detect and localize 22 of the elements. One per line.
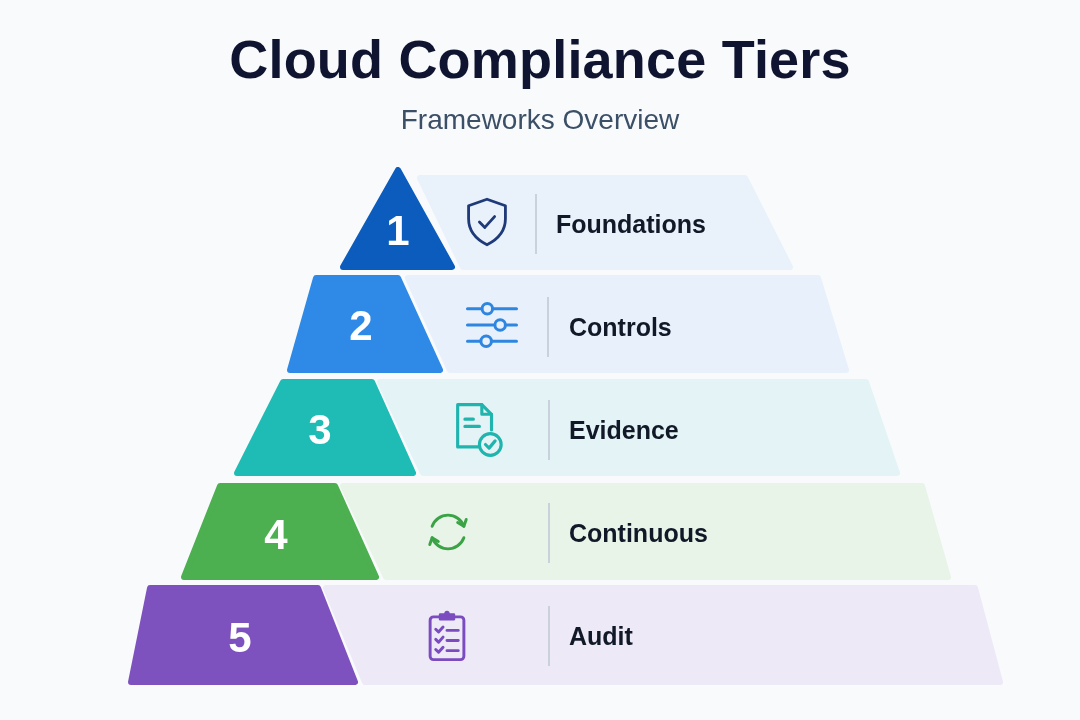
tier-number: 1 <box>386 210 410 252</box>
title: Cloud Compliance Tiers <box>229 29 851 89</box>
tier-label: Controls <box>569 314 672 340</box>
tier-number: 4 <box>264 514 288 556</box>
tier-number-shape <box>340 167 455 270</box>
tier-number-shape <box>181 483 379 580</box>
tier-band <box>405 275 849 373</box>
tier-number-shape <box>234 379 416 476</box>
tier-band <box>377 379 900 476</box>
subtitle: Frameworks Overview <box>400 104 680 135</box>
tier-number-shape <box>287 275 443 373</box>
tier-number: 3 <box>308 409 332 451</box>
tier-label: Foundations <box>556 211 706 237</box>
tier-band <box>323 585 1003 685</box>
tier-number: 2 <box>349 305 373 347</box>
tier-band <box>417 175 793 270</box>
tier-label: Continuous <box>569 520 708 546</box>
tier-label: Evidence <box>569 417 679 443</box>
tier-band <box>340 483 951 580</box>
tier-number-shape <box>128 585 358 685</box>
tier-number: 5 <box>228 617 252 659</box>
tier-label: Audit <box>569 623 633 649</box>
